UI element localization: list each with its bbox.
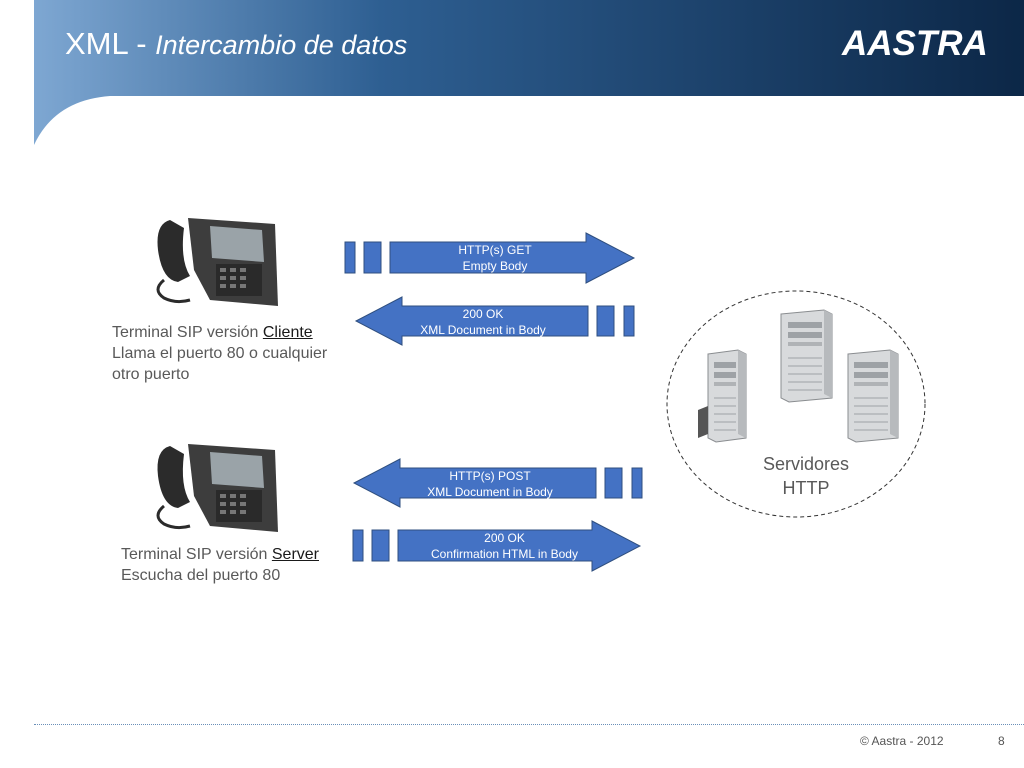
client-caption-prefix: Terminal SIP versión [112, 324, 263, 341]
server-caption-prefix: Terminal SIP versión [121, 546, 272, 563]
server-phone-icon [156, 444, 278, 532]
arrow-http-get-label: HTTP(s) GET Empty Body [400, 242, 590, 274]
arrow-2-line2: XML Document in Body [420, 323, 546, 337]
footer-divider [34, 724, 1024, 725]
server-tower-icon [698, 349, 747, 443]
client-role: Cliente [262, 324, 313, 341]
footer-page-number: 8 [998, 734, 1005, 748]
server-tower-icon [780, 309, 833, 403]
arrow-200-ok-confirmation-label: 200 OK Confirmation HTML in Body [412, 530, 597, 562]
arrow-4-line2: Confirmation HTML in Body [431, 547, 578, 561]
client-phone-icon [156, 218, 278, 306]
client-caption-line2: Llama el puerto 80 o cualquier [112, 345, 328, 362]
arrow-http-post [352, 458, 643, 508]
server-caption-line2: Escucha del puerto 80 [121, 567, 281, 584]
arrow-4-line1: 200 OK [484, 531, 525, 545]
arrow-200-ok-xml [354, 296, 635, 346]
page-title: XML - Intercambio de datos [65, 26, 407, 62]
footer-copyright: © Aastra - 2012 [860, 734, 944, 748]
arrow-3-line2: XML Document in Body [427, 485, 553, 499]
arrow-200-ok-confirmation [352, 520, 642, 572]
servers-label-line1: Servidores [762, 454, 850, 474]
servers-label: Servidores HTTP [746, 452, 866, 500]
title-subtitle: Intercambio de datos [155, 30, 408, 60]
servers-label-line2: HTTP [782, 478, 830, 498]
client-caption-line3: otro puerto [112, 366, 190, 383]
arrow-200-ok-xml-label: 200 OK XML Document in Body [398, 306, 568, 338]
servers-group [666, 290, 926, 518]
header-band [34, 0, 1024, 145]
arrow-1-line1: HTTP(s) GET [458, 243, 532, 257]
arrow-http-get [344, 232, 636, 284]
arrow-3-line1: HTTP(s) POST [449, 469, 531, 483]
aastra-logo: AASTRA [842, 24, 988, 63]
server-role: Server [271, 546, 319, 563]
server-caption: Terminal SIP versión Server Escucha del … [121, 544, 319, 586]
title-main: XML - [65, 26, 156, 61]
client-caption: Terminal SIP versión Cliente Llama el pu… [112, 322, 327, 385]
server-tower-icon [847, 349, 899, 443]
arrow-2-line1: 200 OK [462, 307, 504, 321]
arrow-http-post-label: HTTP(s) POST XML Document in Body [400, 468, 580, 500]
arrow-1-line2: Empty Body [462, 259, 528, 273]
